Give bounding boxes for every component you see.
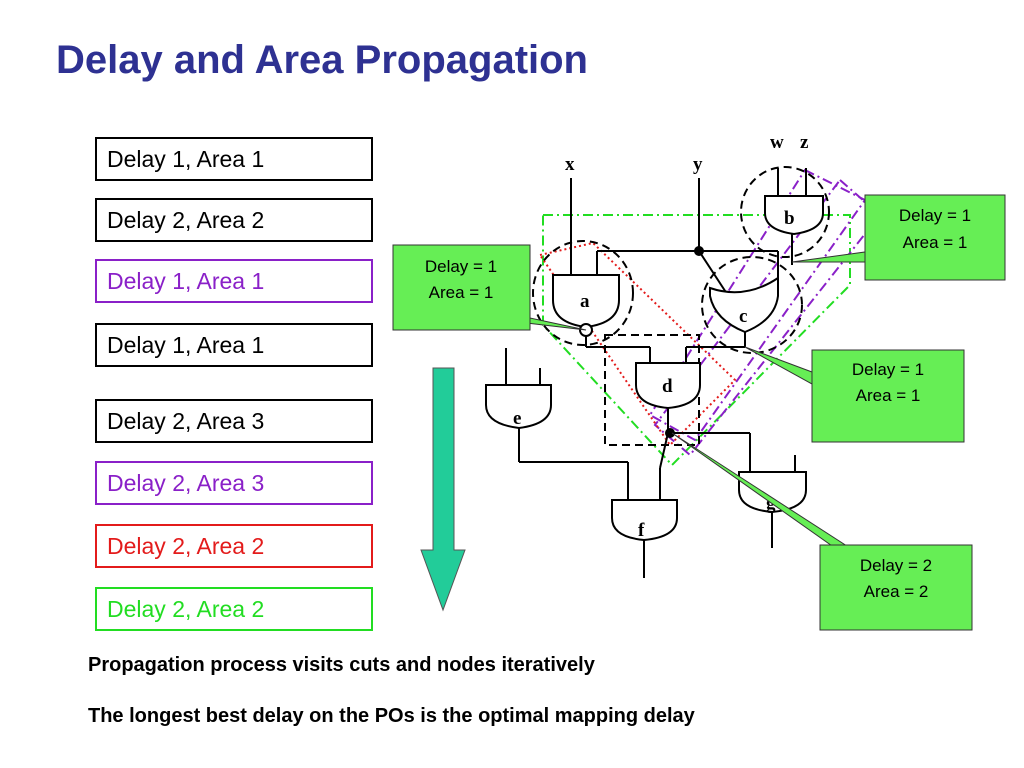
callout-b-delay: Delay = 1 <box>899 206 971 225</box>
gate-b <box>764 195 824 236</box>
black-cut-c <box>701 256 803 354</box>
gate-label-b: b <box>784 208 795 229</box>
callout-a-delay: Delay = 1 <box>425 257 497 276</box>
down-arrow <box>420 367 466 612</box>
cut-box-1: Delay 1, Area 1 <box>95 137 373 181</box>
callout-box-b <box>864 194 1006 281</box>
note-optimal-delay: The longest best delay on the POs is the… <box>88 705 695 727</box>
callout-box-a <box>392 244 531 331</box>
gate-label-e: e <box>513 408 521 429</box>
callout-box-c <box>811 349 965 443</box>
cut-box-7: Delay 2, Area 2 <box>95 524 373 568</box>
gate-label-a: a <box>580 291 590 312</box>
input-label-z: z <box>800 132 809 153</box>
gate-g <box>738 471 807 514</box>
input-label-y: y <box>693 154 703 175</box>
gate-e <box>485 384 552 430</box>
cut-box-4: Delay 1, Area 1 <box>95 323 373 367</box>
callout-d-delay: Delay = 2 <box>860 556 932 575</box>
callout-c-delay: Delay = 1 <box>852 360 924 379</box>
cut-box-6: Delay 2, Area 3 <box>95 461 373 505</box>
purple-cut <box>648 168 867 442</box>
callout-a-area: Area = 1 <box>429 283 494 302</box>
red-cut <box>538 241 737 447</box>
gate-label-g: g <box>766 493 776 514</box>
gate-d <box>635 362 701 410</box>
callout-pointer-c <box>744 346 813 385</box>
callout-b-area: Area = 1 <box>903 233 968 252</box>
cut-box-2: Delay 2, Area 2 <box>95 198 373 242</box>
junction-dot-y <box>694 246 704 256</box>
gate-f <box>611 499 678 542</box>
cut-box-8: Delay 2, Area 2 <box>95 587 373 631</box>
gate-label-d: d <box>662 376 673 397</box>
cut-box-5: Delay 2, Area 3 <box>95 399 373 443</box>
page-title: Delay and Area Propagation <box>56 38 588 82</box>
callout-pointer-b <box>791 251 866 263</box>
junction-dot-d <box>665 428 675 438</box>
gate-label-c: c <box>739 306 747 327</box>
black-cut-a <box>532 240 634 346</box>
callout-c-area: Area = 1 <box>856 386 921 405</box>
callout-box-d <box>819 544 973 631</box>
wires <box>505 168 807 578</box>
input-label-x: x <box>565 154 575 175</box>
gate-c <box>709 276 779 334</box>
callout-pointer-d <box>671 432 852 549</box>
gate-label-f: f <box>638 520 645 541</box>
cut-box-3: Delay 1, Area 1 <box>95 259 373 303</box>
input-label-w: w <box>770 132 784 153</box>
note-propagation: Propagation process visits cuts and node… <box>88 654 595 676</box>
callout-d-area: Area = 2 <box>864 582 929 601</box>
black-cut-b <box>740 166 830 258</box>
